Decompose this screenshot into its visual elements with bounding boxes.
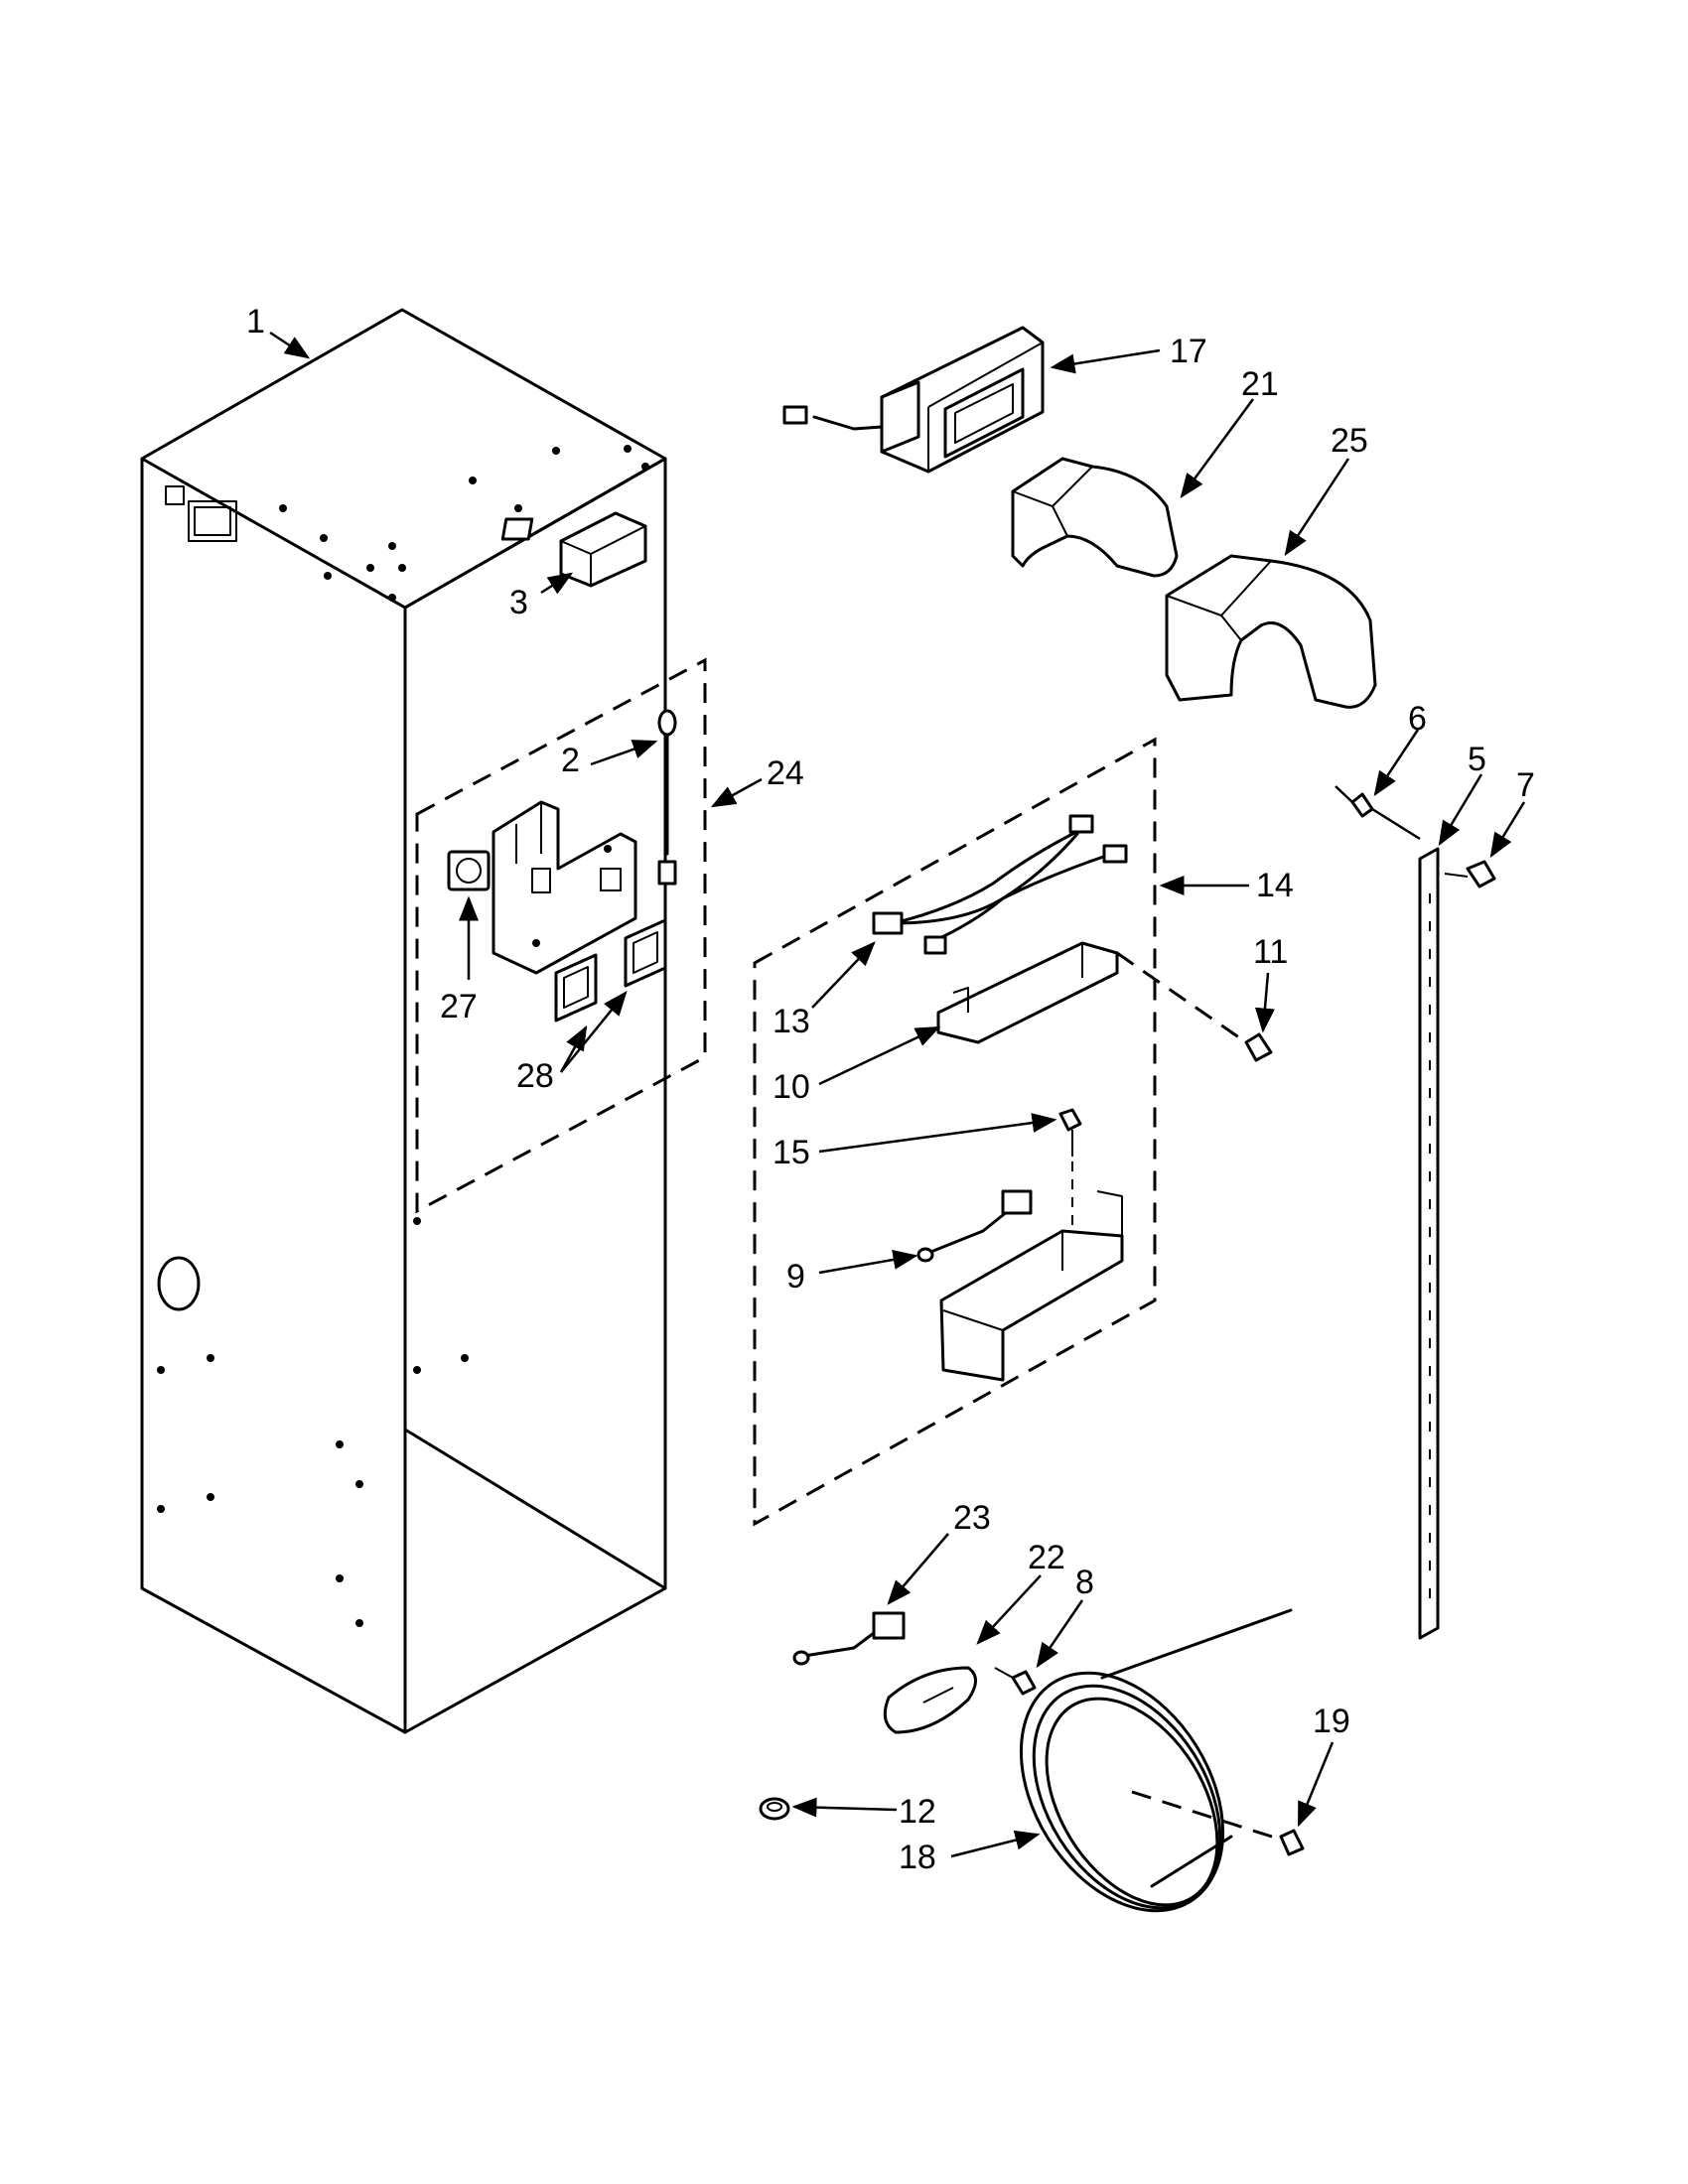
callout-27: 27 bbox=[440, 988, 478, 1025]
callout-5: 5 bbox=[1468, 741, 1486, 778]
callout-25: 25 bbox=[1331, 422, 1368, 460]
callout-14: 14 bbox=[1256, 867, 1294, 904]
sensor-cover-part-22 bbox=[883, 1666, 977, 1734]
callout-10: 10 bbox=[773, 1068, 810, 1106]
callout-21: 21 bbox=[1241, 365, 1279, 403]
callout-12: 12 bbox=[899, 1793, 936, 1831]
callout-17: 17 bbox=[1170, 333, 1207, 370]
callout-13: 13 bbox=[773, 1003, 810, 1040]
callout-23: 23 bbox=[953, 1499, 991, 1537]
callout-18: 18 bbox=[899, 1839, 936, 1876]
rail-part-5 bbox=[1335, 785, 1496, 1640]
top-connector-box-part bbox=[500, 511, 647, 588]
light-cover-part-21 bbox=[1011, 457, 1179, 578]
control-panel-group-24 bbox=[415, 657, 707, 1214]
cabinet-liner-part bbox=[140, 308, 667, 1734]
callout-28: 28 bbox=[516, 1057, 554, 1095]
callout-2: 2 bbox=[561, 742, 580, 779]
tubing-coil-part-18 bbox=[1019, 1608, 1293, 1913]
callout-3: 3 bbox=[509, 584, 528, 621]
callout-9: 9 bbox=[786, 1258, 805, 1296]
callout-22: 22 bbox=[1028, 1539, 1065, 1576]
callout-7: 7 bbox=[1516, 766, 1535, 804]
callout-24: 24 bbox=[767, 754, 804, 792]
light-housing-part-17 bbox=[782, 326, 1045, 474]
screw-part-19 bbox=[1279, 1829, 1305, 1856]
screw-part-8 bbox=[994, 1667, 1037, 1696]
leader-lines bbox=[269, 331, 1526, 1858]
callout-19: 19 bbox=[1313, 1703, 1350, 1740]
sensor-part-23 bbox=[792, 1611, 906, 1666]
callout-15: 15 bbox=[773, 1134, 810, 1171]
callout-8: 8 bbox=[1075, 1564, 1094, 1601]
callout-11: 11 bbox=[1253, 933, 1288, 971]
grommet-part-12 bbox=[759, 1797, 790, 1821]
sensor-group-14 bbox=[753, 737, 1273, 1527]
callout-6: 6 bbox=[1408, 700, 1427, 738]
callout-labels: 1 2 3 5 6 7 8 9 10 11 12 13 14 15 17 18 … bbox=[246, 303, 1535, 1876]
cover-part-25 bbox=[1165, 554, 1377, 709]
callout-1: 1 bbox=[246, 303, 265, 341]
